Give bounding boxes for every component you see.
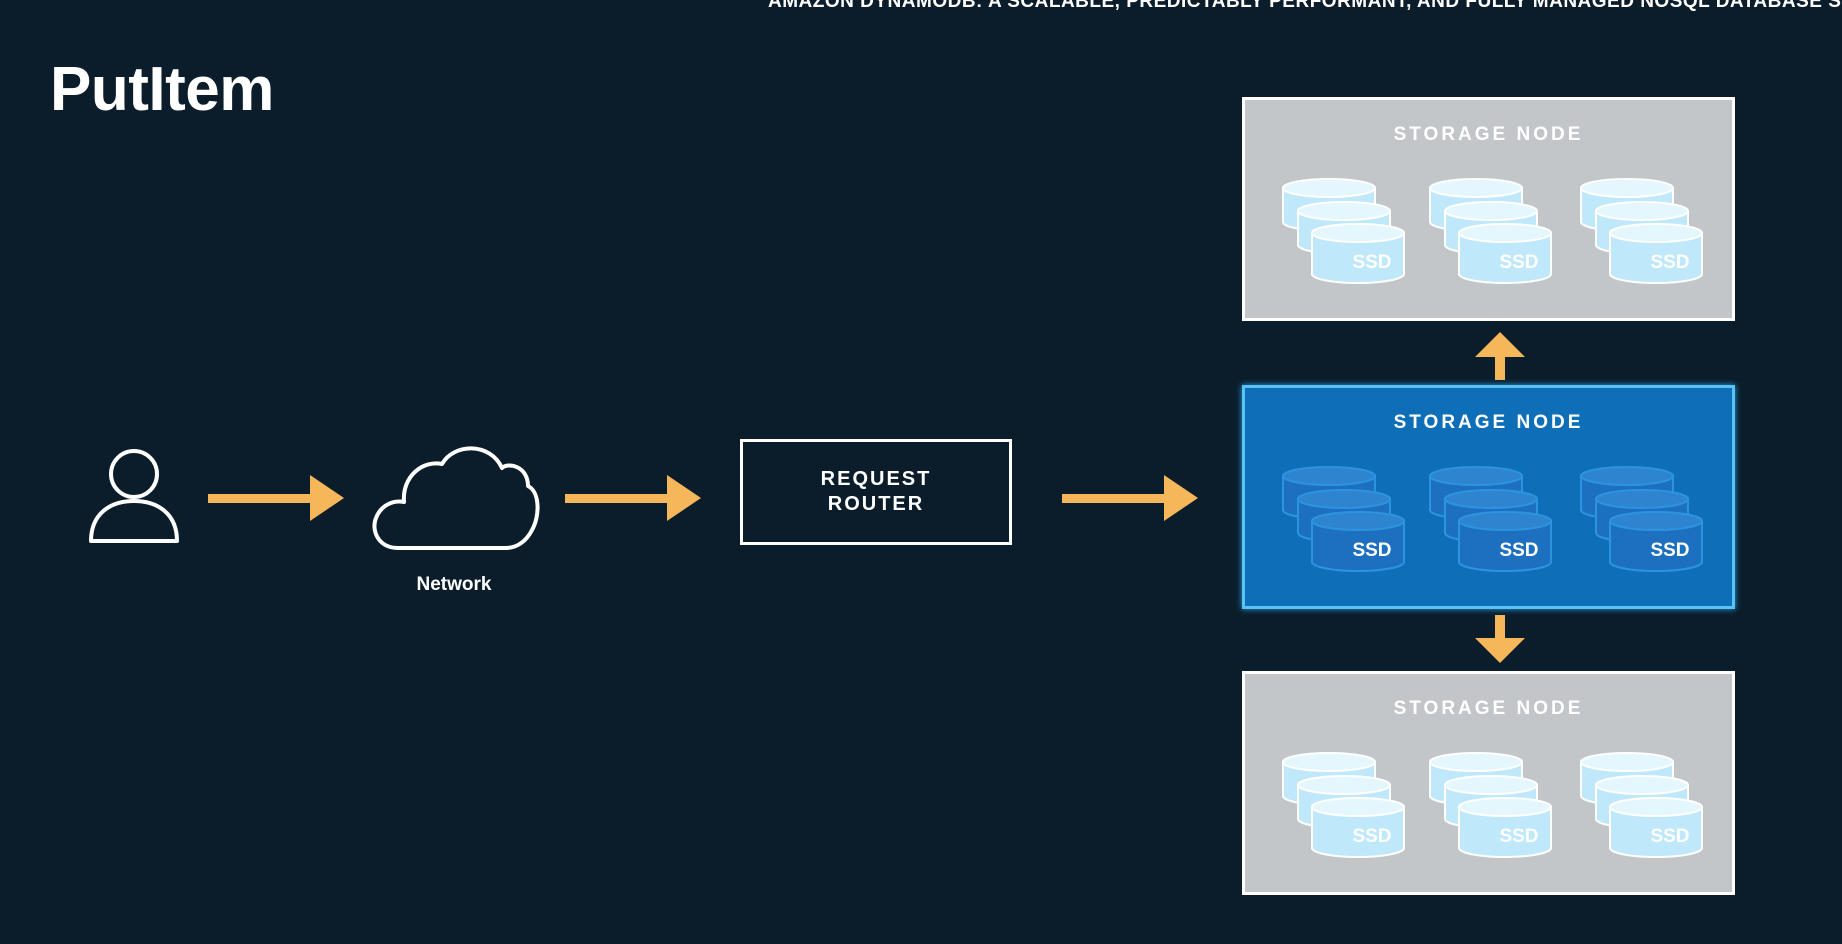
ssd-stack: SSD [1281,178,1406,298]
ssd-label: SSD [1352,826,1392,847]
database-stack-icon [1282,466,1405,572]
ssd-cluster: SSD SSD [1281,178,1704,298]
storage-node-title: STORAGE NODE [1393,124,1584,145]
storage-node-title: STORAGE NODE [1393,412,1584,433]
arrow-network-to-router [565,475,701,521]
storage-node-title: STORAGE NODE [1393,698,1584,719]
storage-node-top: STORAGE NODE SSD [1242,97,1735,321]
ssd-cluster: SSD SSD [1281,466,1704,586]
ssd-stack: SSD [1281,752,1406,872]
arrow-user-to-network [208,475,344,521]
database-stack-icon [1282,178,1405,284]
ssd-stack: SSD [1428,466,1553,586]
storage-node-primary: STORAGE NODE SSD [1242,385,1735,609]
database-stack-icon [1429,752,1552,858]
ssd-label: SSD [1650,826,1690,847]
cloud-icon [372,446,540,550]
ssd-label: SSD [1650,540,1690,561]
ssd-stack: SSD [1579,466,1704,586]
arrow-router-to-storage [1062,475,1198,521]
ssd-stack: SSD [1428,752,1553,872]
slide-title: PutItem [50,55,274,124]
ssd-stack: SSD [1579,752,1704,872]
ssd-cluster: SSD SSD [1281,752,1704,872]
ssd-label: SSD [1499,252,1539,273]
ssd-stack: SSD [1579,178,1704,298]
router-label-line1: REQUEST [820,468,932,490]
ssd-label: SSD [1352,252,1392,273]
database-stack-icon [1429,466,1552,572]
database-stack-icon [1580,178,1703,284]
network-label: Network [416,574,492,595]
ssd-label: SSD [1499,540,1539,561]
arrow-replicate-down [1475,615,1525,663]
request-router-box: REQUEST ROUTER [740,439,1012,545]
database-stack-icon [1429,178,1552,284]
ssd-label: SSD [1650,252,1690,273]
ssd-label: SSD [1352,540,1392,561]
slide-caption: AMAZON DYNAMODB: A SCALABLE, PREDICTABLY… [768,0,1842,12]
database-stack-icon [1580,466,1703,572]
ssd-label: SSD [1499,826,1539,847]
storage-node-bottom: STORAGE NODE SSD [1242,671,1735,895]
user-icon [89,449,179,543]
ssd-stack: SSD [1428,178,1553,298]
router-label-line2: ROUTER [827,493,925,515]
database-stack-icon [1282,752,1405,858]
database-stack-icon [1580,752,1703,858]
arrow-replicate-up [1475,332,1525,380]
ssd-stack: SSD [1281,466,1406,586]
